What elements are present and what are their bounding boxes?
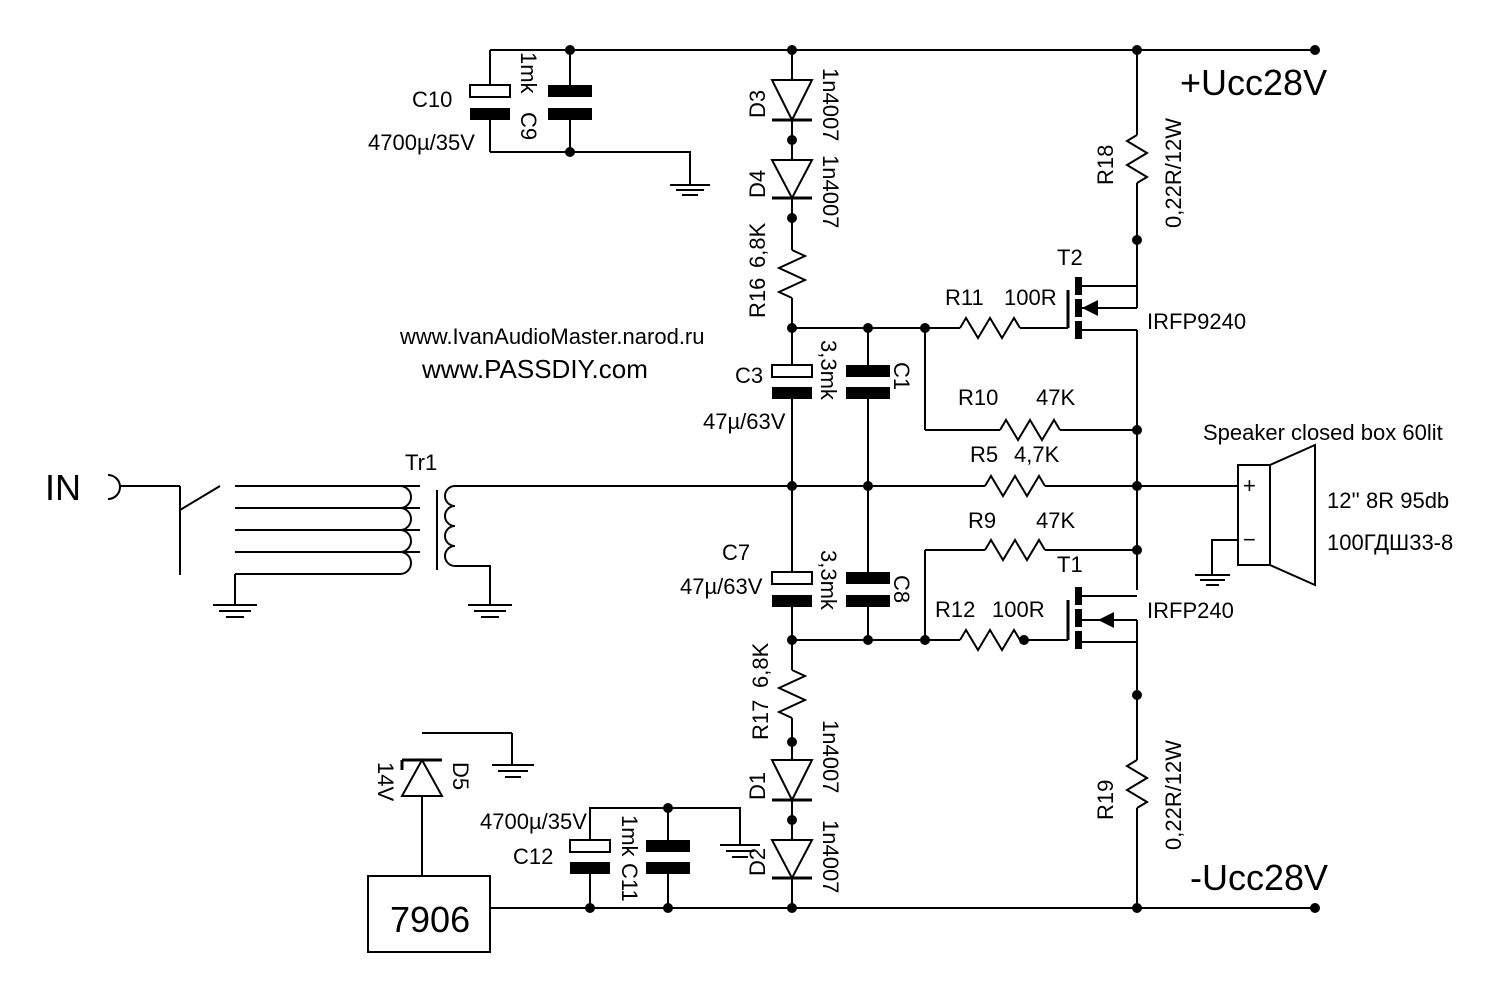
speaker-plus: + (1243, 473, 1256, 498)
r5-value: 4,7K (1014, 442, 1060, 467)
capacitor-c12 (569, 839, 611, 908)
junction-dots (565, 45, 1142, 913)
ground-symbol-zener (492, 764, 534, 778)
resistor-r18 (1125, 134, 1149, 184)
resistor-r10 (999, 418, 1061, 442)
d2-label: D2 (745, 848, 770, 876)
speaker-spec: 12'' 8R 95db (1327, 488, 1449, 513)
capacitor-c11 (646, 840, 690, 908)
r19-value: 0,22R/12W (1161, 740, 1186, 850)
negative-supply-label: -Ucc28V (1190, 857, 1328, 898)
transformer-tr1 (235, 485, 491, 605)
t1-label: T1 (1057, 552, 1083, 577)
positive-terminal (1310, 45, 1320, 55)
resistor-r17 (776, 669, 808, 719)
c9-label: C9 (516, 112, 541, 140)
capacitor-c9 (548, 85, 592, 152)
r5-label: R5 (970, 442, 998, 467)
t2-label: T2 (1057, 245, 1083, 270)
d1-value: 1n4007 (818, 720, 843, 793)
d2-value: 1n4007 (818, 820, 843, 893)
r19-label: R19 (1093, 780, 1118, 820)
speaker-model: 100ГДШ33-8 (1327, 530, 1453, 555)
credit-url-2: www.PASSDIY.com (421, 354, 648, 384)
r18-value: 0,22R/12W (1161, 118, 1186, 228)
positive-rail (489, 49, 1315, 85)
d4-label: D4 (745, 170, 770, 198)
input-jack (107, 474, 121, 500)
r9-value: 47K (1036, 508, 1075, 533)
tr1-label: Tr1 (405, 450, 437, 475)
c11-label: C11 (617, 863, 642, 902)
resistor-r19 (1125, 759, 1149, 809)
regulator-label: 7906 (390, 899, 470, 940)
input-label: IN (45, 467, 81, 508)
zener-d5 (400, 732, 513, 876)
positive-supply-label: +Ucc28V (1180, 62, 1327, 103)
c10-value: 4700µ/35V (368, 130, 475, 155)
capacitor-c7 (771, 571, 813, 607)
r12-label: R12 (935, 597, 975, 622)
r10-value: 47K (1036, 385, 1075, 410)
c7-label: C7 (722, 540, 750, 565)
r11-value: 100R (1004, 285, 1057, 310)
d4-value: 1n4007 (818, 155, 843, 228)
c12-value: 4700µ/35V (480, 809, 587, 834)
d3-value: 1n4007 (818, 68, 843, 141)
c7-value: 47µ/63V (680, 574, 763, 599)
ground-symbol-top (670, 184, 710, 196)
credit-url-1: www.IvanAudioMaster.narod.ru (399, 324, 705, 349)
c1-label: C1 (889, 362, 914, 390)
speaker-title: Speaker closed box 60lit (1203, 420, 1443, 445)
r16-label: R16 (745, 278, 770, 318)
c8-label: C8 (889, 575, 914, 603)
transistor-t1 (1066, 587, 1138, 649)
d5-value: 14V (373, 762, 398, 801)
c9-value: 1mk (516, 52, 541, 95)
diode-d4 (770, 159, 814, 201)
negative-terminal (1310, 903, 1320, 913)
speaker-minus: − (1243, 527, 1256, 552)
ground-symbol-input (213, 604, 257, 618)
r18-label: R18 (1093, 145, 1118, 185)
resistor-r16 (776, 249, 808, 299)
t2-part: IRFP9240 (1147, 309, 1246, 334)
resistor-r5 (984, 474, 1046, 498)
ground-symbol-speaker (1195, 574, 1230, 586)
capacitor-c3 (771, 364, 813, 399)
r17-value: 6,8K (748, 642, 773, 688)
resistor-r12 (959, 628, 1021, 652)
d1-label: D1 (745, 772, 770, 800)
r16-value: 6,8K (745, 222, 770, 268)
diode-d3 (770, 79, 814, 123)
diode-d1 (770, 759, 814, 803)
c8-value: 3,3mk (816, 550, 841, 611)
resistor-r11 (959, 316, 1021, 340)
r12-value: 100R (992, 597, 1045, 622)
r17-label: R17 (748, 700, 773, 740)
regulator-7906 (367, 875, 491, 953)
d5-label: D5 (448, 762, 473, 790)
diode-d2 (770, 839, 814, 881)
c10-label: C10 (412, 87, 452, 112)
c3-label: C3 (735, 363, 763, 388)
capacitor-c8 (846, 572, 890, 607)
ground-symbol-transformer (468, 604, 512, 618)
c3-value: 47µ/63V (703, 409, 786, 434)
capacitor-c10 (469, 84, 511, 152)
r10-label: R10 (958, 385, 998, 410)
capacitor-c1 (846, 365, 890, 399)
resistor-r9 (984, 538, 1046, 562)
c11-value: 1mk (617, 815, 642, 858)
r9-label: R9 (968, 508, 996, 533)
r11-label: R11 (945, 285, 984, 310)
transistor-t2 (1066, 277, 1138, 339)
c1-value: 3,3mk (816, 340, 841, 401)
t1-part: IRFP240 (1147, 598, 1234, 623)
d3-label: D3 (745, 90, 770, 118)
ground-symbol-bottom (720, 844, 760, 858)
speaker (1237, 443, 1316, 587)
c12-label: C12 (513, 844, 553, 869)
